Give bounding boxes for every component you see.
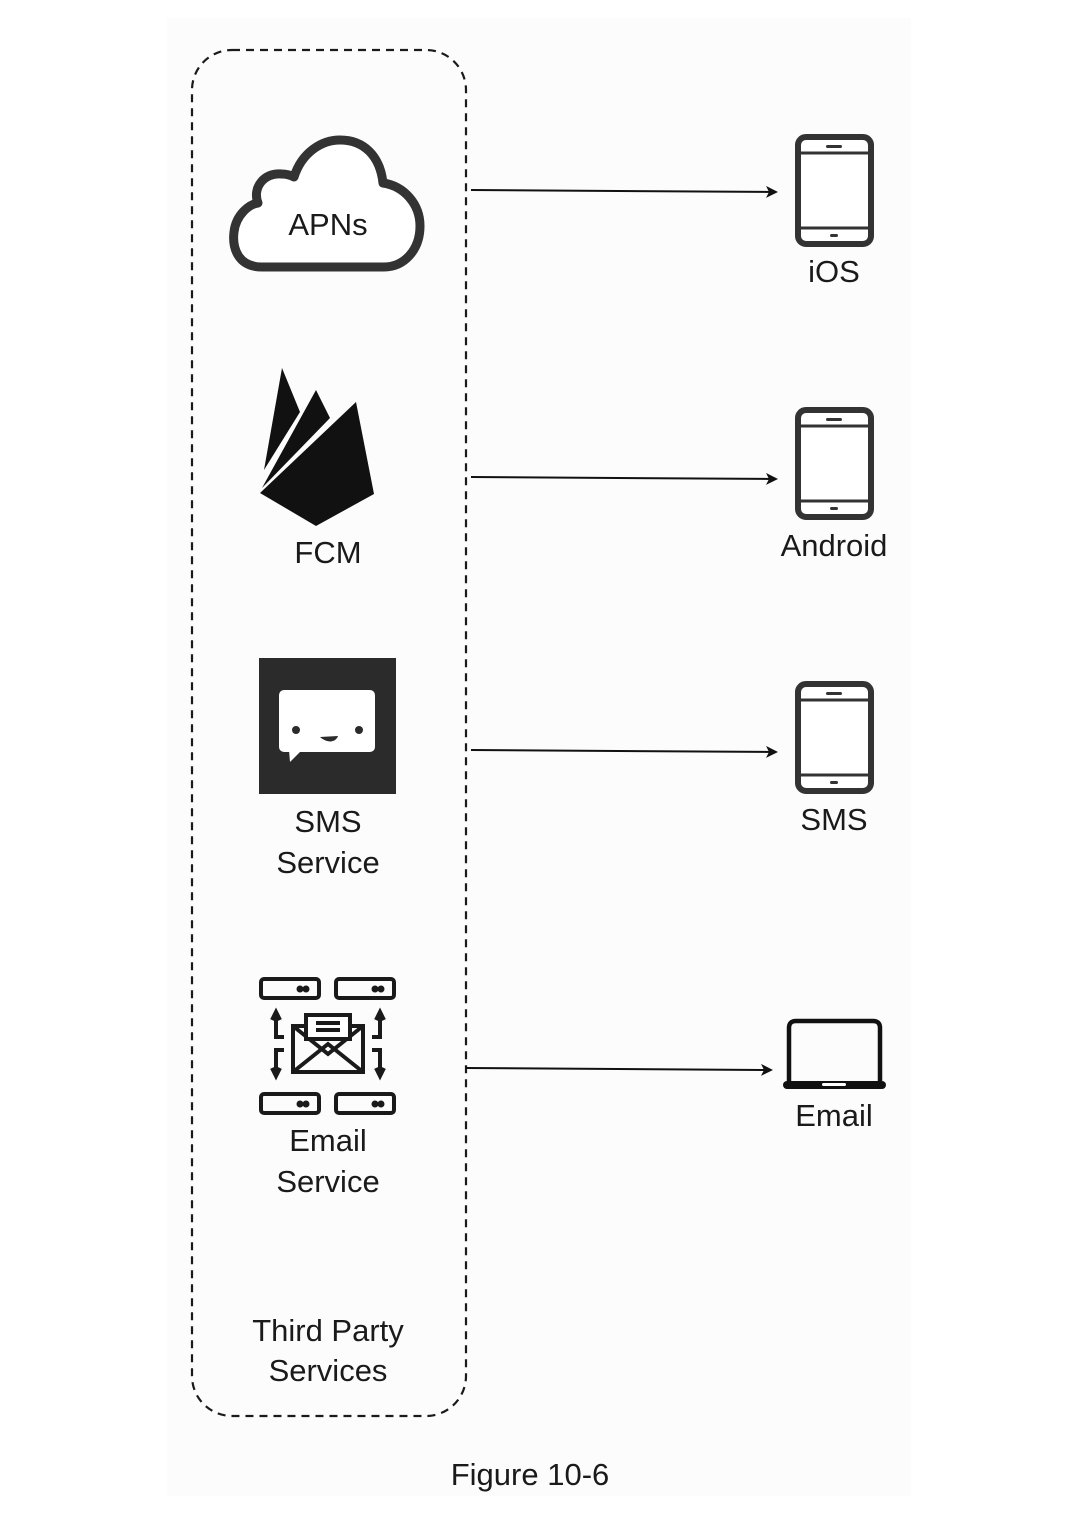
edge-fcm-to-android bbox=[470, 472, 778, 485]
ios-label: iOS bbox=[808, 254, 860, 289]
third-party-services-group bbox=[190, 48, 468, 1418]
email-server-icon bbox=[259, 977, 396, 1115]
edge-sms-service-to-sms bbox=[470, 745, 778, 758]
email-label: Email bbox=[795, 1098, 873, 1133]
email-service-label-line2: Service bbox=[276, 1164, 380, 1199]
fcm-label: FCM bbox=[294, 535, 362, 570]
edge-email-service-to-email bbox=[465, 1063, 773, 1076]
sms-service-label-line1: SMS bbox=[294, 804, 362, 839]
edge-apns-to-ios bbox=[470, 185, 778, 198]
figure-caption: Figure 10-6 bbox=[450, 1457, 610, 1492]
smartphone-icon bbox=[795, 681, 874, 794]
cloud-icon bbox=[229, 135, 425, 272]
group-label-line2: Services bbox=[268, 1353, 388, 1388]
sms-label: SMS bbox=[800, 802, 868, 837]
smartphone-icon bbox=[795, 407, 874, 520]
sms-service-label-line2: Service bbox=[276, 845, 380, 880]
laptop-icon bbox=[783, 1018, 886, 1089]
apns-label: APNs bbox=[288, 207, 368, 242]
android-label: Android bbox=[780, 528, 888, 563]
smartphone-icon bbox=[795, 134, 874, 247]
group-label-line1: Third Party bbox=[252, 1313, 404, 1348]
firebase-icon bbox=[260, 368, 374, 526]
chat-bubble-icon bbox=[259, 658, 396, 794]
email-service-label-line1: Email bbox=[289, 1123, 367, 1158]
